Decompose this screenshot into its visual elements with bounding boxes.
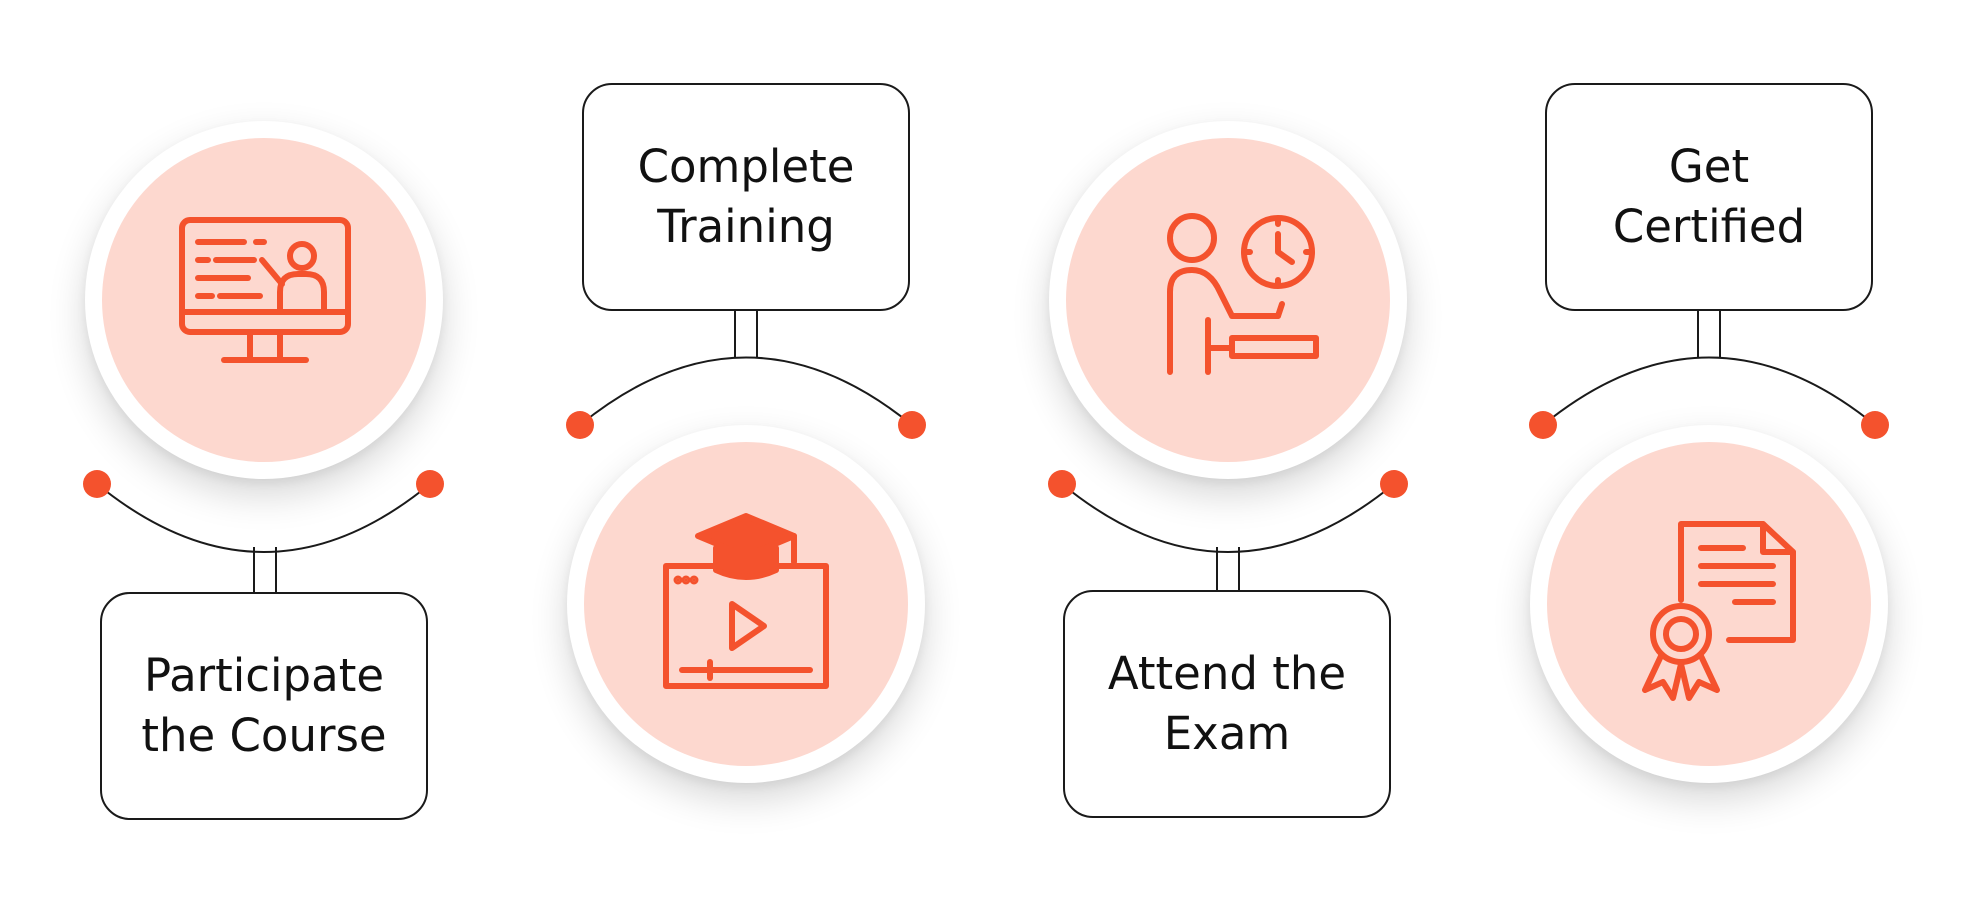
step-1-label: Participate the Course <box>141 649 387 762</box>
connector-dot <box>83 470 111 498</box>
step-4-disc-fill <box>1547 442 1871 766</box>
step-2-disc-fill <box>584 442 908 766</box>
step-2-label: Complete Training <box>637 140 855 253</box>
step-3-disc <box>1049 121 1407 479</box>
step-4-label: Get Certified <box>1612 140 1806 253</box>
online-lecture-monitor-icon <box>179 217 351 363</box>
step-2-disc <box>567 425 925 783</box>
certificate-ribbon-icon <box>1642 521 1796 701</box>
connector-dot <box>566 411 594 439</box>
graduation-cap-video-icon <box>663 513 829 689</box>
connector-dot <box>1380 470 1408 498</box>
step-3-label: Attend the Exam <box>1107 647 1347 760</box>
step-1-label-box: Participate the Course <box>100 592 428 820</box>
connector-dot <box>1048 470 1076 498</box>
connector-arc-2 <box>579 356 913 426</box>
connector-stem-3 <box>1216 547 1240 590</box>
connector-arc-3 <box>1061 483 1395 553</box>
step-4-disc <box>1530 425 1888 783</box>
connector-stem-2 <box>734 311 758 357</box>
step-2-label-box: Complete Training <box>582 83 910 311</box>
connector-dot <box>898 411 926 439</box>
connector-stem-4 <box>1697 311 1721 357</box>
connector-arc-1 <box>96 483 431 553</box>
step-4-label-box: Get Certified <box>1545 83 1873 311</box>
connector-dot <box>416 470 444 498</box>
exam-person-clock-icon <box>1167 213 1319 375</box>
step-3-disc-fill <box>1066 138 1390 462</box>
connector-dot <box>1529 411 1557 439</box>
step-3-label-box: Attend the Exam <box>1063 590 1391 818</box>
connector-dot <box>1861 411 1889 439</box>
step-1-disc <box>85 121 443 479</box>
connector-stem-1 <box>253 547 277 592</box>
connector-arc-4 <box>1542 356 1876 426</box>
step-1-disc-fill <box>102 138 426 462</box>
